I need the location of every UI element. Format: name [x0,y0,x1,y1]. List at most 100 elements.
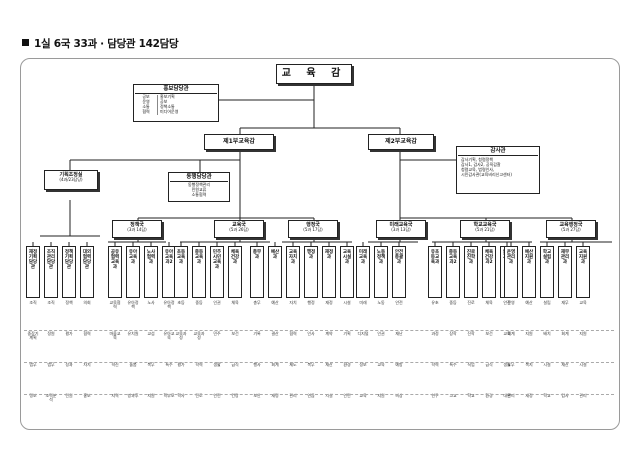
division-head: 재정과 [322,246,336,298]
section-cell: 재정 [525,393,533,398]
division-head: 안전총괄과 [392,246,406,298]
section-cell: 중등 [195,300,203,305]
section-cell: 행정 [307,300,315,305]
section-cell: 교육 [359,393,367,398]
bureau-sub: (3과 13담) [391,227,411,232]
section-cell: 재정 [271,393,279,398]
section-cell: 자치 [289,300,297,305]
section-cell: 연구 [431,393,439,398]
comm-office-line: 민원교류 [191,187,207,193]
section-cell: 정원 [47,331,55,336]
section-cell: 관리 [579,393,587,398]
bureau-name: 행정국 [306,222,320,228]
comm-office-title: 동행담당관 [170,174,228,183]
section-cell: 총무 [253,300,261,305]
section-cell: 조직 [47,300,55,305]
row-separator [24,362,614,363]
section-cell: 혁신 [111,362,119,367]
section-cell: 안전 [213,393,221,398]
section-cell: 정책 [65,300,73,305]
section-cell: 교섭 [147,331,155,336]
section-cell: 직업 [467,362,475,367]
division-head: 총무과 [250,246,264,298]
pr-row-name: 공보 [135,95,158,101]
section-cell: 유초 [431,300,439,305]
section-cell: 학사 [177,393,185,398]
division-head: 민주시민교육과 [210,246,224,298]
heading-text: 1실 6국 33과 · 담당관 142담당 [34,38,179,50]
section-cell: 노무 [507,362,515,367]
division-head: 노사협력과 [144,246,158,298]
audit-office-line: 감사기획, 청렴정책 [461,157,493,163]
section-cell: 중등 [449,300,457,305]
row-separator [24,330,614,331]
section-cell: 생활 [503,362,511,367]
pr-row-desc: 미디어운영 [160,108,179,114]
section-cell: 복무 [307,362,315,367]
org-chart-frame [20,58,620,430]
section-cell: 법무 [47,362,55,367]
bureau-sub: (5과 17담) [303,227,323,232]
section-cell: 인사 [307,331,315,336]
bureau-name: 정책국 [130,222,144,228]
pr-row-name: 협력 [135,109,158,115]
section-cell: 협력 [289,331,297,336]
division-head: 진로진학과 [464,246,478,298]
section-cell: 생활 [213,362,221,367]
section-cell: 인권 [377,331,385,336]
division-head: 재무관리과 [558,246,572,298]
section-cell: 급식 [231,362,239,367]
section-cell: 복지 [525,362,533,367]
section-cell: 교육 [503,331,511,336]
division-head: 체육건강과 [228,246,242,298]
audit-office-line: 시민감사관(교육비리신고센터) [461,172,512,178]
division-head: 중등교육과2 [446,246,460,298]
section-cell: 재무 [561,300,569,305]
section-cell: 보안 [253,393,261,398]
first-deputy-box: 제1부교육감 [204,134,274,150]
section-cell: 특수 [165,362,173,367]
division-head: 교육자치과 [286,246,300,298]
section-cell: 재정 [325,300,333,305]
bureau-sub: (5과 27담) [561,227,581,232]
division-head: 유초등교육과 [428,246,442,298]
section-cell: 지원 [147,393,155,398]
section-cell: 유치원 [127,331,139,336]
bureau-name: 학교교육국 [473,222,497,228]
section-cell: 진로 [195,393,203,398]
section-cell: 보건 [485,331,493,336]
section-cell: 민원 [65,393,73,398]
section-cell: 민주 [213,331,221,336]
bureau-name: 미래교육국 [389,222,413,228]
pr-row-desc: 공보 [160,99,168,105]
row-separator [24,394,614,395]
section-cell: 마을교육 [109,331,121,341]
section-cell: 시설 [343,300,351,305]
section-cell: 교육과정 [193,331,205,341]
section-cell: 고교 [449,393,457,398]
division-head: 정책기획담당관 [62,246,76,298]
section-cell: 법무 [29,362,37,367]
division-head: 재정기획담당관 [26,246,40,298]
section-cell: 중장기계획 [27,331,39,341]
bureau-sub: (3과 14담) [127,227,147,232]
division-head: 교육지원과 [576,246,590,298]
